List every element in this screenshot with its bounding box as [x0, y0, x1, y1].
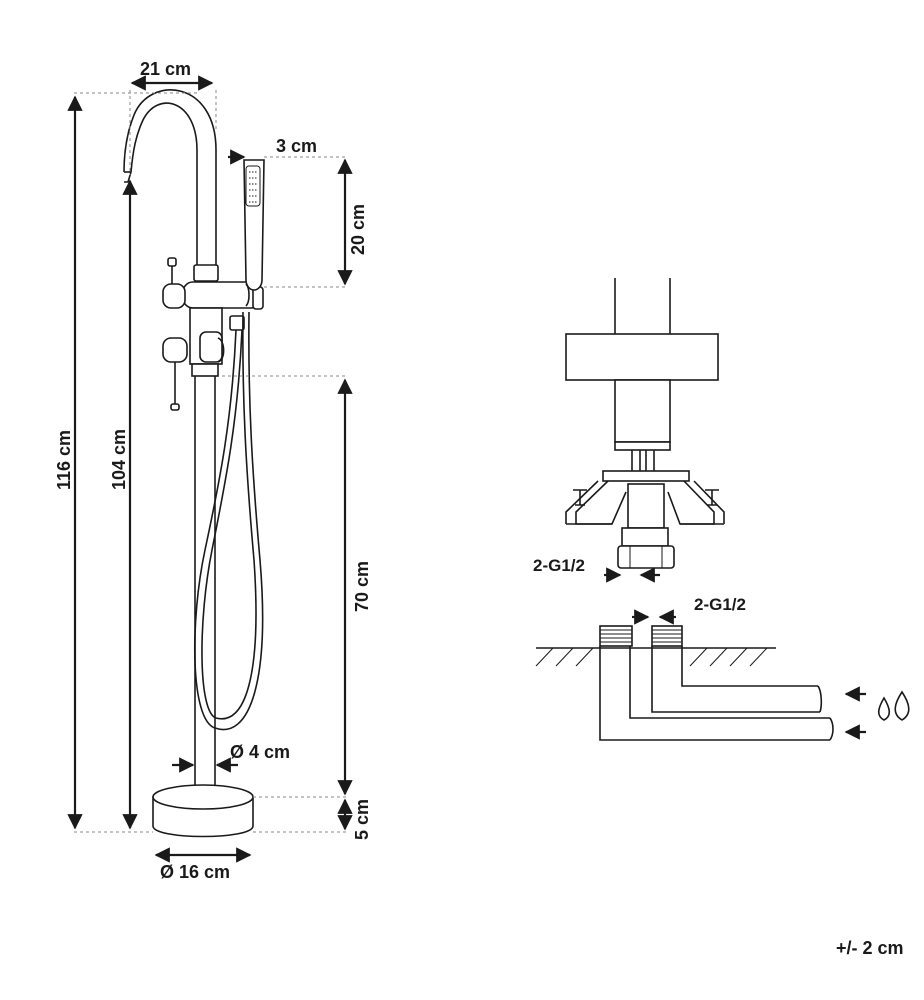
label-pipe-diameter: Ø 4 cm: [230, 742, 290, 762]
installation-detail: [535, 278, 866, 741]
water-drops-icon: [877, 690, 910, 721]
label-total-height: 116 cm: [54, 430, 74, 490]
label-base-height: 5 cm: [352, 799, 372, 840]
label-upper-thread: 2-G1/2: [533, 556, 585, 575]
floor-hatching: [535, 647, 768, 667]
label-base-diameter: Ø 16 cm: [160, 862, 230, 882]
dimension-arrows: [67, 75, 353, 863]
faucet-drawing: [123, 89, 265, 838]
label-hand-shower-width: 3 cm: [276, 136, 317, 156]
label-spout-height: 104 cm: [109, 429, 129, 490]
label-hand-shower-height: 20 cm: [348, 204, 368, 255]
label-tolerance: +/- 2 cm: [836, 938, 904, 958]
extension-lines: [74, 90, 346, 833]
label-lower-thread: 2-G1/2: [694, 595, 746, 614]
shower-head-holes: [249, 171, 257, 203]
label-top-width: 21 cm: [140, 59, 191, 79]
label-column-height: 70 cm: [352, 561, 372, 612]
